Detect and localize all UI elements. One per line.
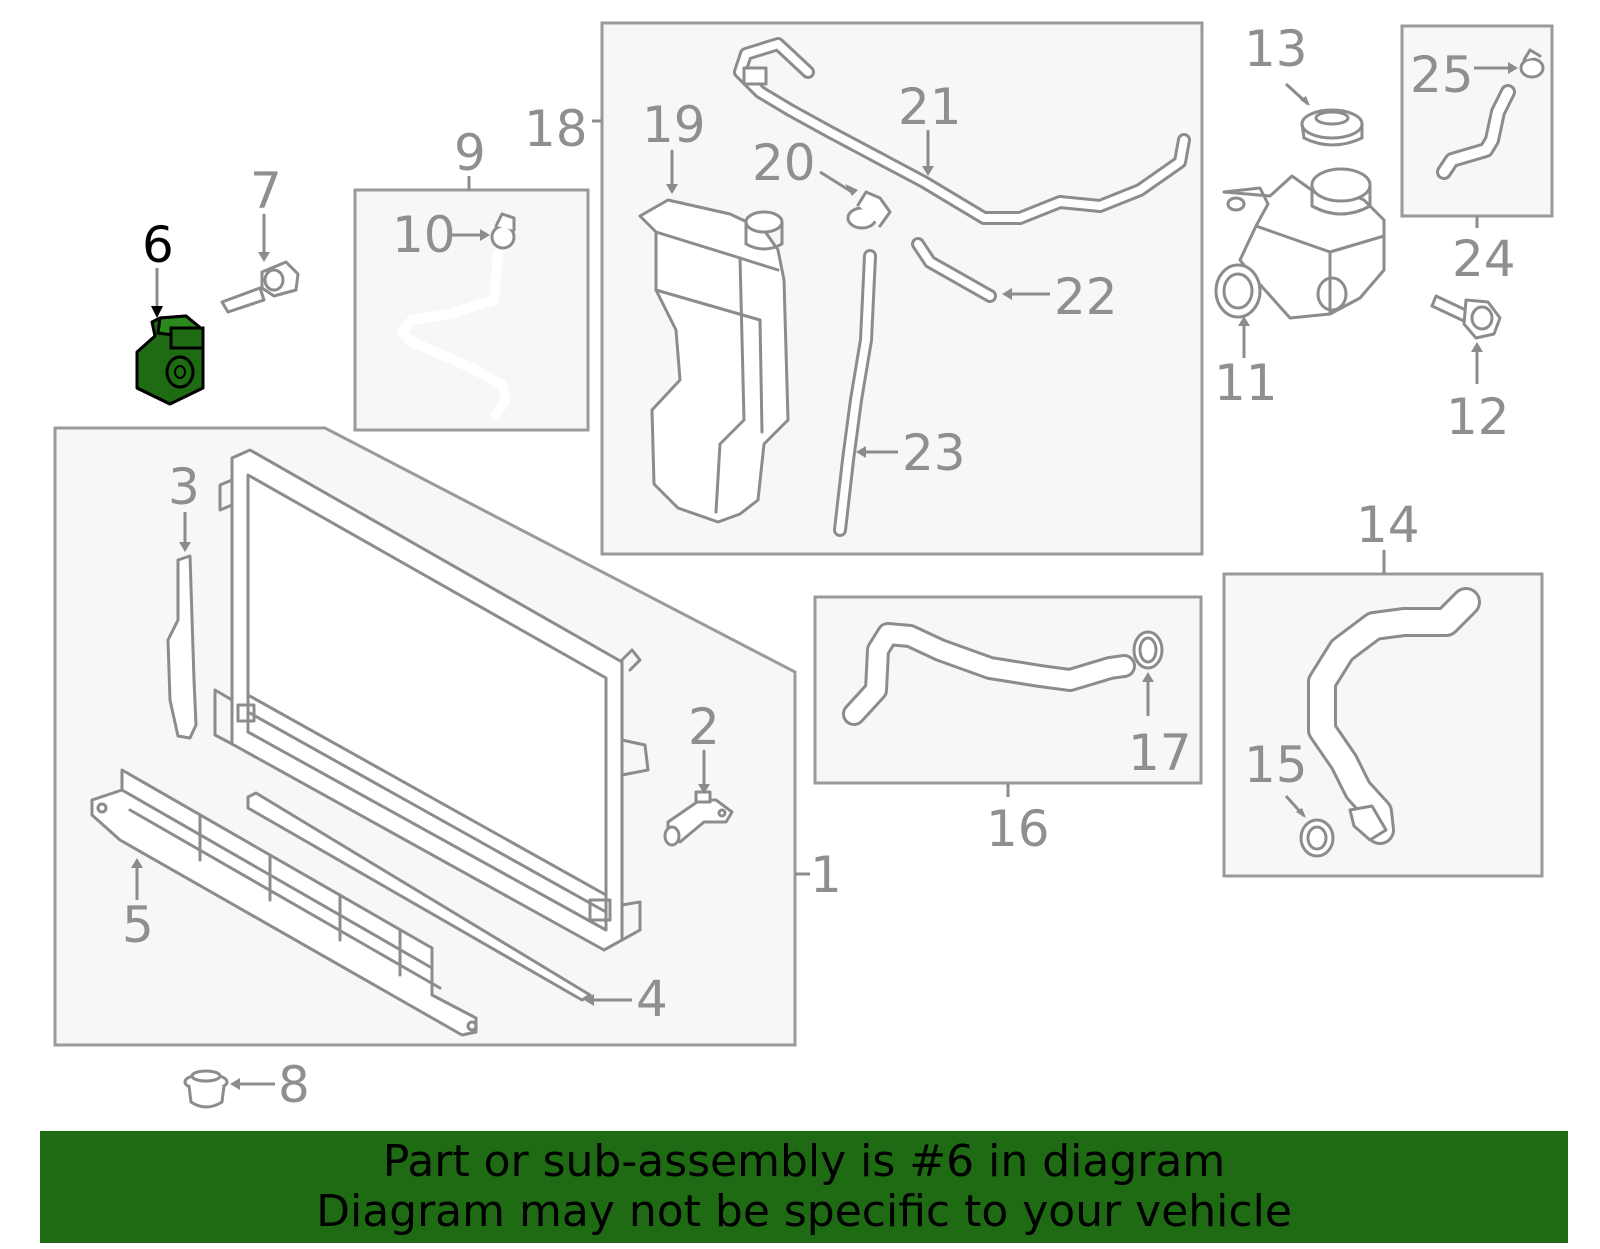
callout-18[interactable]: 18 xyxy=(524,100,588,158)
hose-part-23[interactable] xyxy=(833,249,877,537)
hose-part-21[interactable] xyxy=(733,37,1191,225)
callout-5[interactable]: 5 xyxy=(122,896,154,954)
radiator-part[interactable] xyxy=(213,448,650,952)
callout-8[interactable]: 8 xyxy=(278,1056,310,1114)
hose-part-16[interactable] xyxy=(842,622,1136,726)
coolant-housing-part-11[interactable] xyxy=(1214,167,1386,320)
hose-part-9[interactable] xyxy=(397,249,511,419)
callout-9[interactable]: 9 xyxy=(454,124,486,182)
callout-14[interactable]: 14 xyxy=(1356,496,1420,554)
banner-line-2: Diagram may not be specific to your vehi… xyxy=(316,1186,1292,1237)
seal-strip-part-3[interactable] xyxy=(166,554,198,740)
bolt-part-7[interactable] xyxy=(220,260,300,314)
lower-panel-part-5[interactable] xyxy=(90,768,478,1037)
callout-16[interactable]: 16 xyxy=(986,800,1050,858)
hose-part-22[interactable] xyxy=(911,237,997,303)
clamp-part-15[interactable] xyxy=(1299,818,1335,858)
bolt-part-12[interactable] xyxy=(1430,294,1502,340)
callout-1[interactable]: 1 xyxy=(810,846,842,904)
callout-20[interactable]: 20 xyxy=(752,134,816,192)
callout-11[interactable]: 11 xyxy=(1214,354,1278,412)
callout-7[interactable]: 7 xyxy=(250,162,282,220)
leader-lines xyxy=(131,62,1518,1090)
callout-24[interactable]: 24 xyxy=(1452,230,1516,288)
bracket-part-6[interactable] xyxy=(135,314,205,406)
hose-part-14[interactable] xyxy=(1307,587,1481,845)
callout-15[interactable]: 15 xyxy=(1244,736,1308,794)
callout-22[interactable]: 22 xyxy=(1054,268,1118,326)
banner-line-1: Part or sub-assembly is #6 in diagram xyxy=(382,1136,1226,1187)
callout-23[interactable]: 23 xyxy=(902,424,966,482)
callout-10[interactable]: 10 xyxy=(392,206,456,264)
info-banner: Part or sub-assembly is #6 in diagram Di… xyxy=(40,1131,1568,1243)
callout-21[interactable]: 21 xyxy=(898,78,962,136)
sensor-part-2[interactable] xyxy=(663,790,734,847)
callout-19[interactable]: 19 xyxy=(642,96,706,154)
reservoir-tank-part-19[interactable] xyxy=(638,198,790,524)
clamp-part-20[interactable] xyxy=(846,190,892,230)
radiator-cap-part-13[interactable] xyxy=(1300,108,1364,147)
callout-13[interactable]: 13 xyxy=(1244,20,1308,78)
clamp-part-17[interactable] xyxy=(1132,630,1164,670)
parts-diagram: 1 2 3 4 5 6 7 8 9 10 11 12 13 14 15 16 1… xyxy=(53,20,1554,1114)
callout-12[interactable]: 12 xyxy=(1446,388,1510,446)
lower-bar-part-4[interactable] xyxy=(246,791,592,1002)
grommet-part-8[interactable] xyxy=(183,1069,229,1109)
callout-2[interactable]: 2 xyxy=(688,698,720,756)
clamp-part-25[interactable] xyxy=(1519,48,1545,79)
callout-3[interactable]: 3 xyxy=(168,458,200,516)
callout-4[interactable]: 4 xyxy=(636,970,668,1028)
hose-part-24[interactable] xyxy=(1436,84,1516,180)
callout-25[interactable]: 25 xyxy=(1410,46,1474,104)
clamp-part-10[interactable] xyxy=(490,212,516,250)
callout-17[interactable]: 17 xyxy=(1128,724,1192,782)
callout-6-highlighted[interactable]: 6 xyxy=(142,216,174,274)
